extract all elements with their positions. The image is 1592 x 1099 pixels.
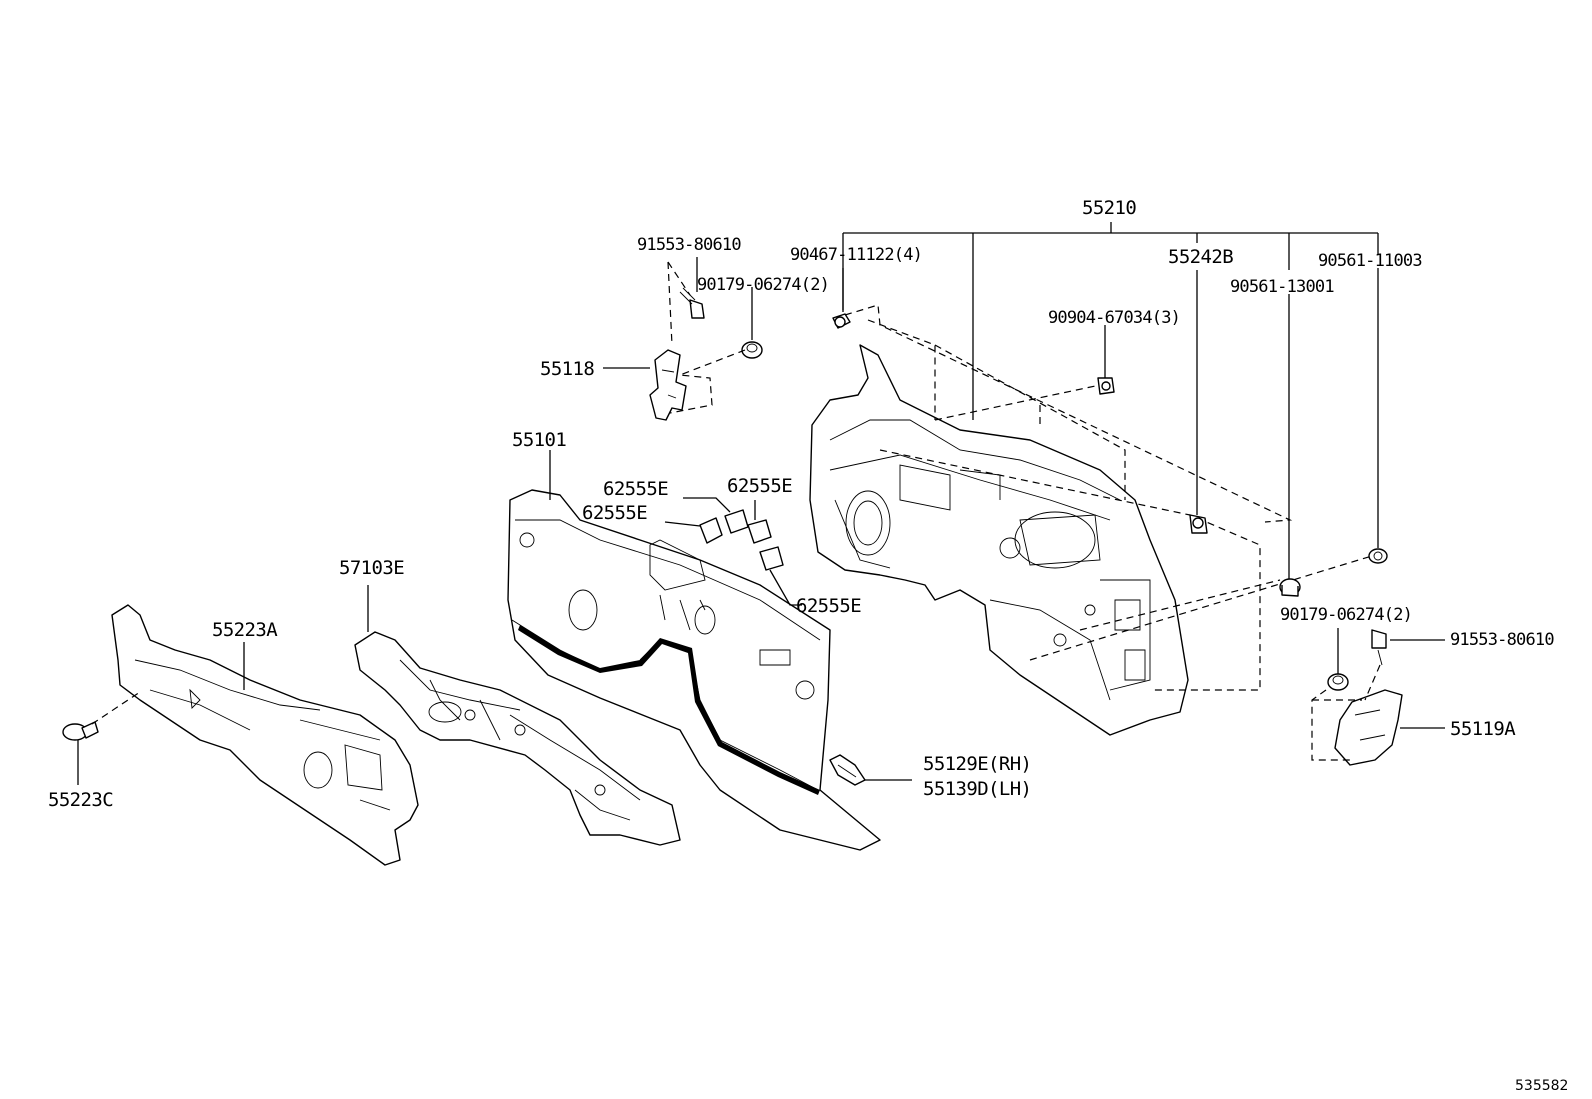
part-55210-dash-silencer <box>809 344 1189 736</box>
part-90467-clip <box>832 313 851 329</box>
part-55129E-55139D <box>829 754 866 786</box>
part-55118-bracket <box>649 349 687 421</box>
part-90179-nut-right <box>1327 673 1349 691</box>
leader-55118-group <box>603 257 753 414</box>
label-55210: 55210 <box>1082 197 1136 219</box>
label-62555E-2: 62555E <box>727 475 792 497</box>
leader-55223C <box>77 691 141 785</box>
leader-55119A-group <box>1311 628 1445 761</box>
dash-lines-55210 <box>844 304 1376 691</box>
label-57103E: 57103E <box>339 557 404 579</box>
label-55119A: 55119A <box>1450 718 1516 740</box>
label-90904-67034: 90904-67034(3) <box>1048 308 1180 328</box>
diagram-reference-number: 535582 <box>1515 1078 1568 1094</box>
label-55223C: 55223C <box>48 789 113 811</box>
label-90179-06274-right: 90179-06274(2) <box>1280 605 1412 625</box>
part-55223A-silencer <box>111 604 419 866</box>
part-55242B-clip <box>1189 514 1208 534</box>
label-91553-80610-top: 91553-80610 <box>637 235 741 255</box>
label-55242B: 55242B <box>1168 246 1233 268</box>
label-55129E-RH: 55129E(RH) <box>923 753 1031 775</box>
part-90904-clip <box>1097 377 1115 395</box>
part-90561-13001-plug <box>1279 578 1301 597</box>
part-91553-screw-top <box>679 287 705 319</box>
label-90561-13001: 90561-13001 <box>1230 277 1334 297</box>
part-55223C-clip <box>62 721 99 741</box>
label-62555E-1: 62555E <box>603 478 668 500</box>
part-55101-dash-panel <box>507 489 881 851</box>
label-55139D-LH: 55139D(LH) <box>923 778 1031 800</box>
part-57103E-cowl-member <box>354 631 681 846</box>
leader-62555E <box>664 497 802 606</box>
label-55118: 55118 <box>540 358 594 380</box>
part-91553-screw-right <box>1371 629 1387 666</box>
label-62555E-3: 62555E <box>582 502 647 524</box>
label-90467-11122: 90467-11122(4) <box>790 245 922 265</box>
part-55119A-bracket <box>1334 689 1403 766</box>
part-90179-nut-top <box>741 341 763 359</box>
label-55223A: 55223A <box>212 619 278 641</box>
part-90561-11003-plug <box>1368 548 1388 564</box>
label-90561-11003: 90561-11003 <box>1318 251 1422 271</box>
label-90179-06274-top: 90179-06274(2) <box>697 275 829 295</box>
part-62555E-pads <box>699 509 784 571</box>
label-55101: 55101 <box>512 429 566 451</box>
label-62555E-4: 62555E <box>796 595 861 617</box>
label-91553-80610-right: 91553-80610 <box>1450 630 1554 650</box>
